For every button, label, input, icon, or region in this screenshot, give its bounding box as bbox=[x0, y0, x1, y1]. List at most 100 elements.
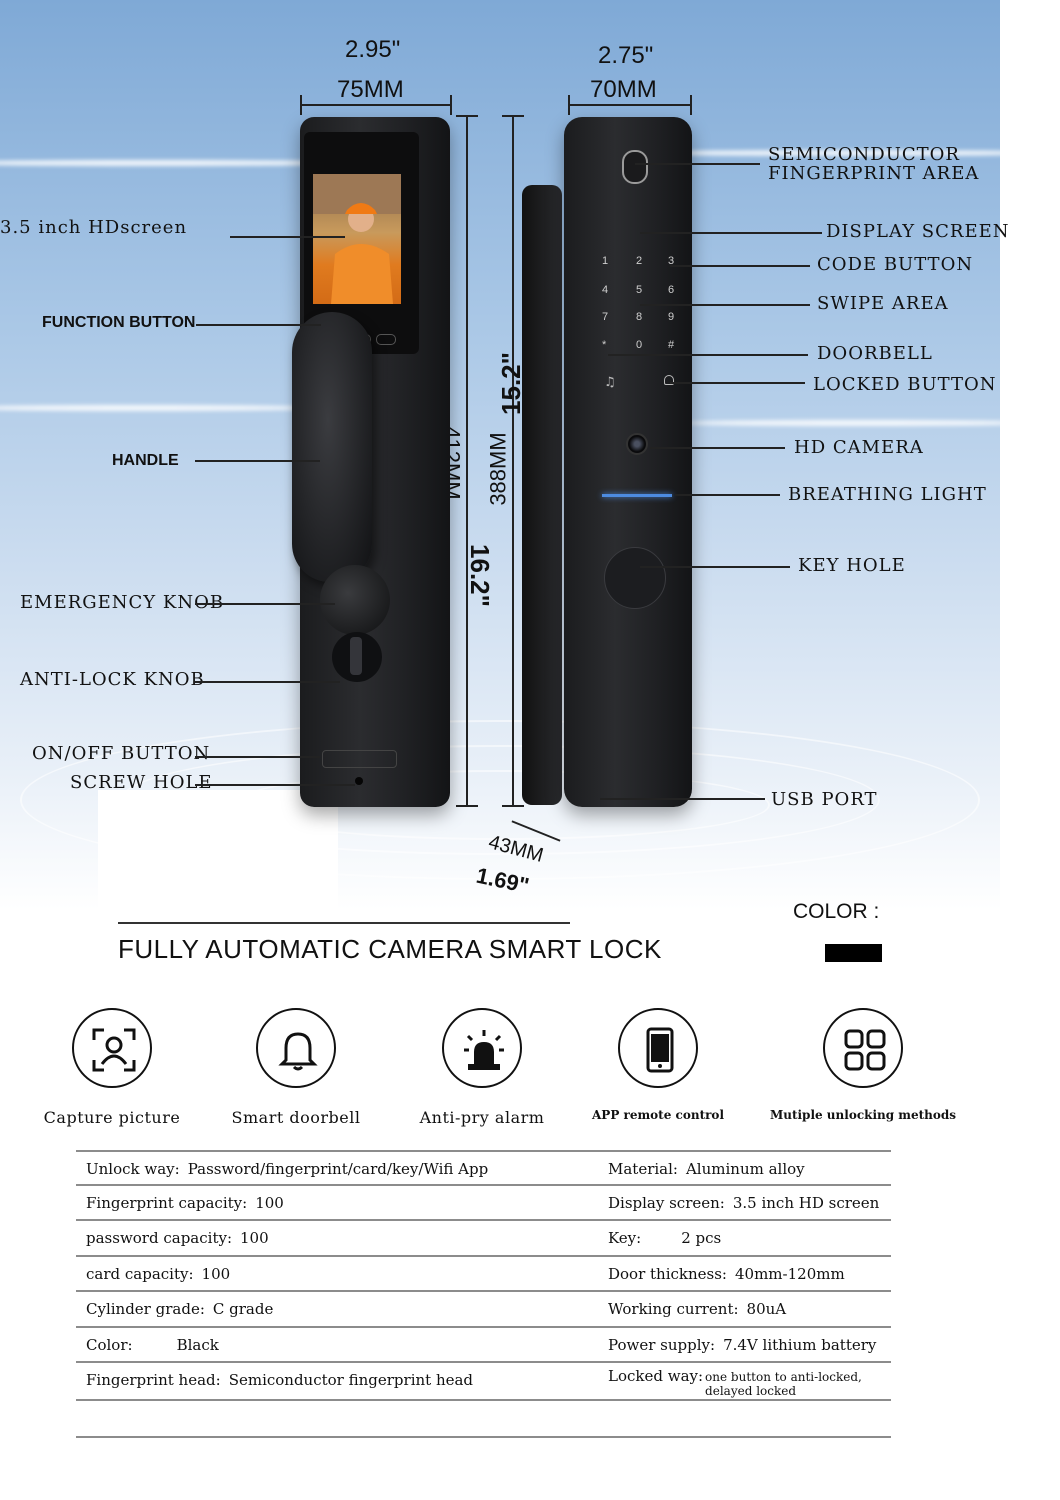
spec-key: Key: bbox=[608, 1229, 642, 1247]
spec-key: Fingerprint head: bbox=[86, 1371, 221, 1389]
function-button-3[interactable] bbox=[376, 334, 396, 345]
dim-tick bbox=[300, 95, 302, 115]
key-hole-cover[interactable] bbox=[604, 547, 666, 609]
spec-table: Unlock way: Password/fingerprint/card/key… bbox=[76, 1150, 891, 1401]
leader-line bbox=[635, 163, 760, 165]
feature-anti-pry-alarm: Anti-pry alarm bbox=[392, 1008, 572, 1127]
leader-line bbox=[670, 382, 805, 384]
front-width-line bbox=[300, 104, 452, 106]
onoff-button[interactable] bbox=[322, 750, 397, 768]
light-streak bbox=[640, 150, 1060, 156]
key-6[interactable]: 6 bbox=[668, 284, 675, 296]
keypad[interactable]: 1 2 3 4 5 6 7 8 9 * 0 # bbox=[602, 255, 682, 355]
hd-camera bbox=[626, 433, 648, 455]
label-usb-port: USB PORT bbox=[771, 789, 878, 810]
product-title: FULLY AUTOMATIC CAMERA SMART LOCK bbox=[118, 934, 662, 964]
leader-line bbox=[670, 265, 810, 267]
feature-label: Smart doorbell bbox=[231, 1108, 361, 1127]
spec-key: Unlock way: bbox=[86, 1160, 180, 1178]
key-8[interactable]: 8 bbox=[636, 311, 643, 323]
leader-line bbox=[195, 603, 335, 605]
feature-capture-picture: Capture picture bbox=[22, 1008, 202, 1127]
lock-button-icon[interactable] bbox=[664, 375, 674, 385]
spec-value: one button to anti-locked, bbox=[705, 1370, 862, 1384]
spec-key: card capacity: bbox=[86, 1264, 194, 1283]
feature-multiple-unlocking: Mutiple unlocking methods bbox=[748, 1008, 978, 1122]
leader-line bbox=[230, 236, 345, 238]
emergency-knob[interactable] bbox=[320, 565, 390, 635]
grid-icon bbox=[823, 1008, 903, 1088]
spec-value: delayed locked bbox=[705, 1384, 797, 1398]
height-line-388 bbox=[512, 115, 514, 807]
key-7[interactable]: 7 bbox=[602, 311, 609, 323]
spec-key: Power supply: bbox=[608, 1335, 716, 1354]
key-5[interactable]: 5 bbox=[636, 284, 643, 296]
spec-value: C grade bbox=[212, 1300, 274, 1318]
dim-tick bbox=[456, 115, 478, 117]
dim-tick bbox=[456, 805, 478, 807]
height-16-2-inch: 16.2" bbox=[464, 544, 495, 607]
person-image bbox=[313, 174, 401, 304]
screen-photo bbox=[313, 174, 401, 304]
screw-hole bbox=[355, 777, 363, 785]
spec-value: 100 bbox=[255, 1193, 284, 1212]
color-swatch-black bbox=[825, 944, 882, 962]
key-hash[interactable]: # bbox=[668, 339, 675, 351]
feature-label: APP remote control bbox=[591, 1108, 724, 1122]
handle[interactable] bbox=[292, 312, 372, 582]
spec-value: 3.5 inch HD screen bbox=[732, 1193, 880, 1212]
label-handle: HANDLE bbox=[112, 452, 179, 469]
doorbell-icon[interactable]: ♫ bbox=[604, 375, 616, 390]
key-4[interactable]: 4 bbox=[602, 284, 609, 296]
key-1[interactable]: 1 bbox=[602, 255, 609, 267]
label-screw-hole: SCREW HOLE bbox=[70, 772, 213, 793]
spec-value: Aluminum alloy bbox=[685, 1160, 805, 1178]
spec-value: 40mm-120mm bbox=[735, 1264, 845, 1283]
height-388mm: 388MM bbox=[485, 432, 511, 506]
breathing-light bbox=[602, 494, 672, 497]
key-2[interactable]: 2 bbox=[636, 255, 643, 267]
leader-line bbox=[600, 798, 765, 800]
key-0[interactable]: 0 bbox=[636, 339, 643, 351]
label-anti-lock-knob: ANTI-LOCK KNOB bbox=[20, 669, 205, 690]
label-emergency-knob: EMERGENCY KNOB bbox=[20, 592, 225, 613]
dim-tick bbox=[568, 95, 570, 115]
back-width-line bbox=[568, 104, 692, 106]
spec-row: password capacity:100 Key:2 pcs bbox=[76, 1221, 891, 1257]
label-doorbell: DOORBELL bbox=[817, 343, 933, 364]
lock-outer-body: 1 2 3 4 5 6 7 8 9 * 0 # ♫ bbox=[564, 117, 692, 807]
leader-line bbox=[640, 232, 822, 234]
dim-tick bbox=[502, 805, 524, 807]
spec-value: 100 bbox=[201, 1264, 231, 1283]
fingerprint-sensor[interactable] bbox=[622, 150, 648, 184]
spec-value: Password/fingerprint/card/key/Wifi App bbox=[187, 1160, 489, 1178]
spec-row: card capacity:100 Door thickness:40mm-12… bbox=[76, 1257, 891, 1292]
leader-line bbox=[195, 460, 320, 462]
label-code-button: CODE BUTTON bbox=[817, 254, 974, 275]
feature-smart-doorbell: Smart doorbell bbox=[206, 1008, 386, 1127]
floor-ring bbox=[20, 720, 980, 880]
leader-line bbox=[608, 354, 808, 356]
spec-value-multiline: one button to anti-locked,delayed locked bbox=[705, 1370, 862, 1398]
spec-key: Color: bbox=[86, 1335, 133, 1354]
spec-value: Semiconductor fingerprint head bbox=[228, 1371, 474, 1389]
spec-key: Material: bbox=[608, 1160, 678, 1178]
spec-key: password capacity: bbox=[86, 1229, 232, 1247]
bell-icon bbox=[256, 1008, 336, 1088]
key-3[interactable]: 3 bbox=[668, 255, 675, 267]
alarm-siren-icon bbox=[442, 1008, 522, 1088]
label-display-screen: DISPLAY SCREEN bbox=[826, 221, 1010, 242]
key-9[interactable]: 9 bbox=[668, 311, 675, 323]
anti-lock-knob[interactable] bbox=[332, 632, 382, 682]
feature-label: Capture picture bbox=[43, 1108, 181, 1127]
key-star[interactable]: * bbox=[602, 339, 607, 351]
front-width-mm: 75MM bbox=[337, 76, 404, 103]
title-rule bbox=[118, 922, 570, 924]
lock-inner-body bbox=[292, 117, 450, 807]
spec-key: Fingerprint capacity: bbox=[86, 1193, 248, 1212]
back-width-mm: 70MM bbox=[590, 76, 657, 103]
anti-lock-lever bbox=[350, 637, 362, 675]
spec-value: Black bbox=[176, 1335, 219, 1354]
lock-outer-side-edge bbox=[522, 185, 562, 805]
leader-line bbox=[640, 566, 790, 568]
